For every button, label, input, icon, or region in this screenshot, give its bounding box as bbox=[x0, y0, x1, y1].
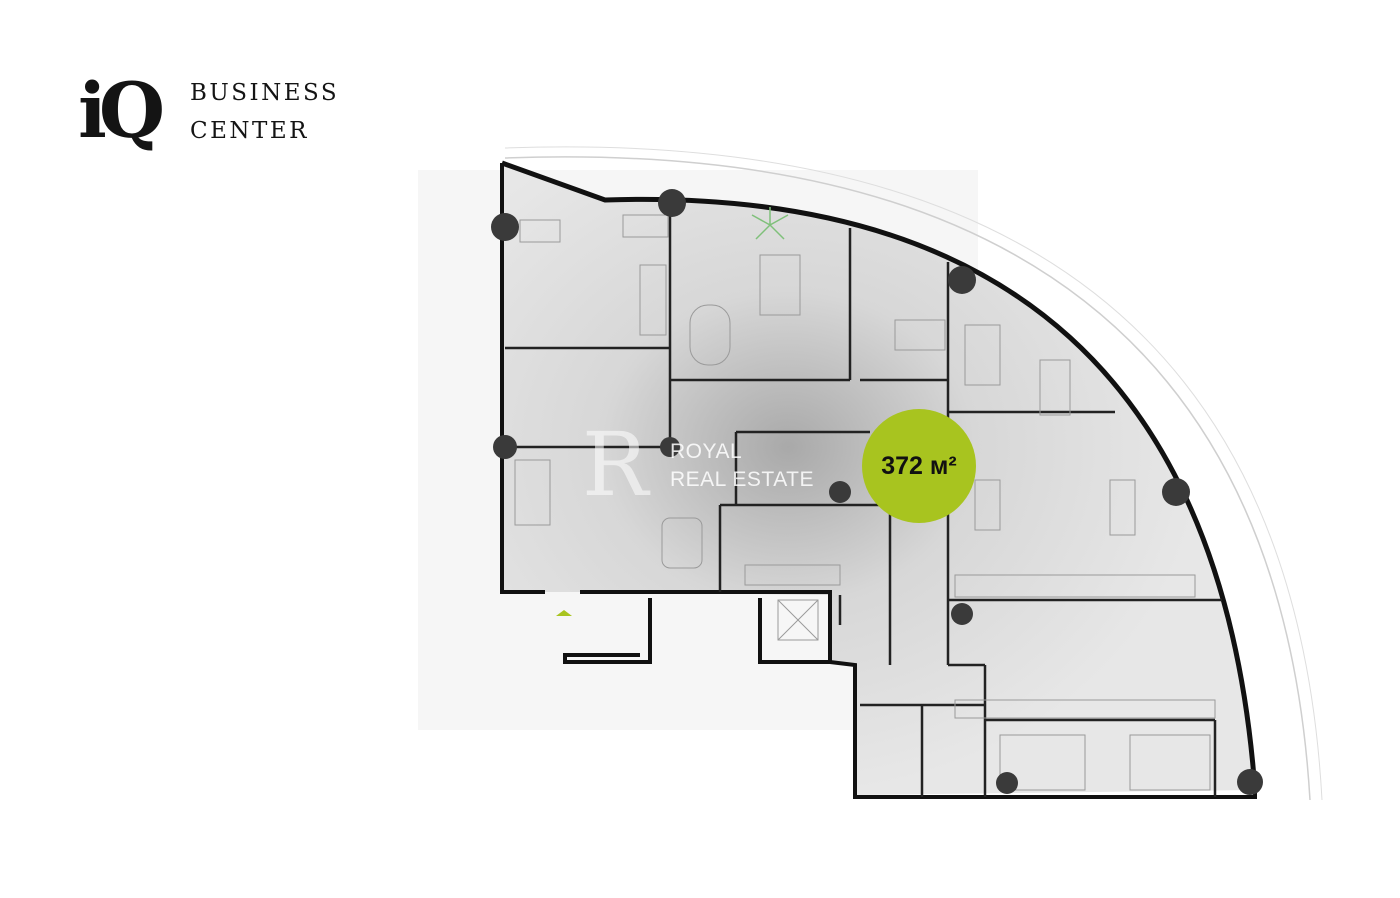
logo-line-center: CENTER bbox=[190, 118, 309, 144]
furniture-outlines bbox=[514, 214, 1216, 791]
column bbox=[491, 213, 519, 241]
column bbox=[948, 266, 976, 294]
logo-text: BUSINESS CENTER bbox=[190, 74, 339, 150]
structural-columns bbox=[491, 189, 1263, 795]
column bbox=[493, 435, 517, 459]
column bbox=[996, 772, 1018, 794]
column bbox=[1237, 769, 1263, 795]
facade-outer-arc bbox=[504, 156, 1311, 801]
exterior-wall-west bbox=[500, 163, 832, 664]
facade-outer-arc-2 bbox=[504, 146, 1323, 801]
exterior-wall bbox=[501, 160, 1258, 791]
logo: iQ BUSINESS CENTER bbox=[78, 66, 358, 176]
column bbox=[660, 437, 680, 457]
area-label: 372 м² bbox=[881, 451, 957, 480]
exterior-wall-south bbox=[829, 660, 1257, 799]
entrance-marker-icon bbox=[556, 610, 572, 616]
plant-icon bbox=[751, 207, 789, 240]
column bbox=[658, 189, 686, 217]
logo-line-business: BUSINESS bbox=[190, 80, 340, 106]
interior-walls bbox=[505, 205, 1222, 797]
column bbox=[1162, 478, 1190, 506]
area-badge: 372 м² bbox=[862, 409, 976, 523]
column bbox=[829, 481, 851, 503]
column bbox=[951, 603, 973, 625]
logo-mark: iQ bbox=[78, 66, 165, 155]
